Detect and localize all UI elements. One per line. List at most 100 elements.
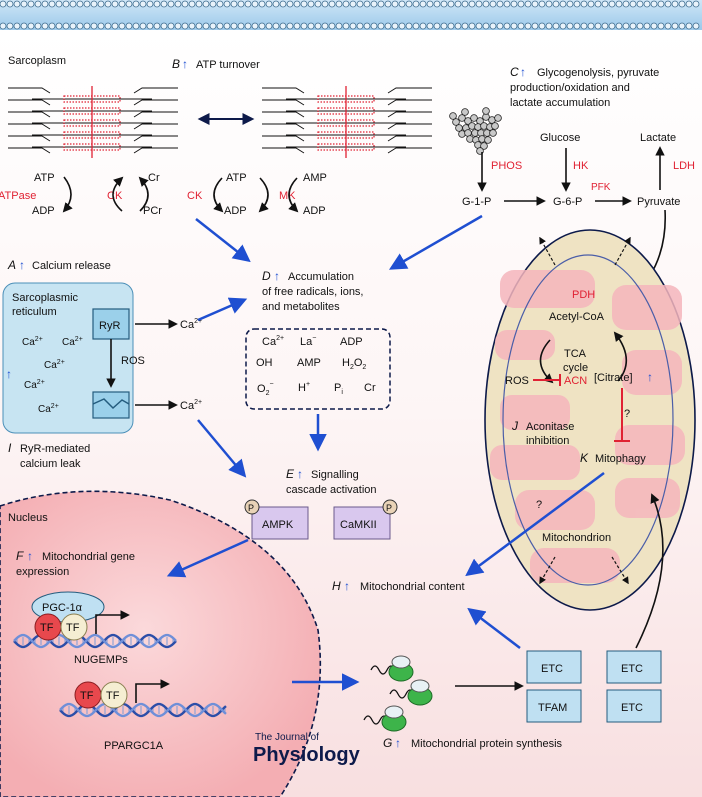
phospholipid-head bbox=[55, 22, 63, 30]
phospholipid-head bbox=[251, 0, 259, 8]
sarcomere-contracted-right bbox=[262, 86, 432, 158]
panel-d-line2: of free radicals, ions, bbox=[262, 286, 364, 298]
metabolite-h2o2: H2O2 bbox=[342, 357, 366, 371]
cr-label: Cr bbox=[148, 172, 160, 184]
thin-filament bbox=[262, 123, 305, 130]
phospholipid-head bbox=[377, 0, 385, 8]
sr-label-1: Sarcoplasmic bbox=[12, 292, 79, 304]
phospholipid-head bbox=[524, 22, 532, 30]
phospholipid-head bbox=[237, 22, 245, 30]
glucose-unit bbox=[484, 136, 492, 144]
phospholipid-head bbox=[132, 0, 140, 8]
atp-label: ATP bbox=[34, 172, 55, 184]
mito-ros-label: ROS bbox=[505, 375, 529, 387]
panel-a-text: Calcium release bbox=[32, 260, 111, 272]
atpase-label: ATPase bbox=[0, 190, 36, 202]
phosphate-label: P bbox=[386, 503, 392, 513]
glucose-unit bbox=[449, 112, 457, 120]
phospholipid-head bbox=[671, 0, 679, 8]
phospholipid-head bbox=[384, 0, 392, 8]
panel-c-letter: C bbox=[510, 65, 519, 79]
phospholipid-head bbox=[405, 22, 413, 30]
thin-filament bbox=[262, 99, 305, 106]
calcium-ion: Ca2+ bbox=[44, 359, 65, 371]
pfk-label: PFK bbox=[591, 182, 611, 193]
phospholipid-head bbox=[657, 22, 665, 30]
panel-c-line1: Glycogenolysis, pyruvate bbox=[537, 67, 659, 79]
thin-filament bbox=[8, 111, 51, 118]
glucose-unit bbox=[494, 114, 502, 122]
panel-h-letter: H bbox=[332, 579, 341, 593]
phospholipid-head bbox=[111, 22, 119, 30]
phospholipid-head bbox=[69, 22, 77, 30]
metabolite-h: H+ bbox=[298, 381, 310, 394]
phospholipid-head bbox=[678, 0, 686, 8]
panel-j-line1: Aconitase bbox=[526, 421, 574, 433]
phospholipid-head bbox=[223, 0, 231, 8]
phospholipid-head bbox=[62, 22, 70, 30]
phospholipid-head bbox=[559, 22, 567, 30]
phospholipid-head bbox=[202, 0, 210, 8]
panel-e-title: E ↑ Signalling cascade activation bbox=[286, 467, 377, 496]
phospholipid-head bbox=[615, 0, 623, 8]
tf-label: TF bbox=[66, 622, 80, 634]
panel-c-line3: lactate accumulation bbox=[510, 97, 610, 109]
phospholipid-head bbox=[251, 22, 259, 30]
phospholipid-head bbox=[181, 0, 189, 8]
phospholipid-head bbox=[482, 0, 490, 8]
mitochondrion-contents: PDH Acetyl-CoA TCA cycle [Citrate] ↑ ROS… bbox=[505, 236, 653, 585]
thin-filament bbox=[8, 99, 51, 106]
phospholipid-head bbox=[391, 22, 399, 30]
phospholipid-head bbox=[370, 0, 378, 8]
phospholipid-head bbox=[76, 0, 84, 8]
adp-label-3: ADP bbox=[303, 205, 326, 217]
ck-label-1: CK bbox=[107, 190, 123, 202]
phospholipid-head bbox=[433, 22, 441, 30]
phospholipid-head bbox=[83, 22, 91, 30]
phospholipid-head bbox=[426, 0, 434, 8]
mrna-strand bbox=[363, 715, 389, 725]
phospholipid-head bbox=[20, 22, 28, 30]
phospholipid-head bbox=[391, 0, 399, 8]
transcription-arrow-icon bbox=[135, 679, 170, 703]
phospholipid-head bbox=[34, 22, 42, 30]
phospholipid-head bbox=[118, 22, 126, 30]
phospholipid-head bbox=[468, 0, 476, 8]
phospholipid-head bbox=[48, 22, 56, 30]
phospholipid-head bbox=[629, 22, 637, 30]
thin-filament bbox=[262, 135, 305, 142]
phospholipid-head bbox=[342, 22, 350, 30]
phospholipid-head bbox=[349, 0, 357, 8]
phospholipid-head bbox=[384, 22, 392, 30]
phospholipid-head bbox=[685, 22, 693, 30]
phospholipid-head bbox=[538, 0, 546, 8]
phospholipid-head bbox=[6, 22, 14, 30]
ribosome-small-subunit bbox=[391, 655, 411, 669]
phospholipid-head bbox=[461, 0, 469, 8]
phospholipid-head bbox=[125, 22, 133, 30]
panel-h-text: Mitochondrial content bbox=[360, 581, 465, 593]
journal-logo: The Journal of Physiology bbox=[253, 732, 361, 766]
etc-to-mitophagy-arrow bbox=[635, 493, 664, 649]
phospholipid-head bbox=[475, 0, 483, 8]
phospholipid-head bbox=[13, 22, 21, 30]
phospholipid-head bbox=[545, 22, 553, 30]
phospholipid-head bbox=[580, 22, 588, 30]
ca-released-2: Ca2+ bbox=[180, 399, 202, 412]
phospholipid-head bbox=[419, 22, 427, 30]
transcription-arrow-icon bbox=[95, 610, 130, 634]
phospholipid-head bbox=[657, 0, 665, 8]
phospholipid-head bbox=[321, 22, 329, 30]
pdh-label: PDH bbox=[572, 289, 595, 301]
panel-i-line2: calcium leak bbox=[20, 458, 81, 470]
phospholipid-head bbox=[167, 0, 175, 8]
atp-cycles: ATP ADP ATPase CK Cr PCr CK ATP ADP MK A… bbox=[0, 172, 327, 217]
glycogen-granule-icon bbox=[449, 107, 502, 155]
up-arrow-icon: ↑ bbox=[182, 57, 188, 71]
ribosome-small-subunit bbox=[410, 679, 430, 693]
glucose-unit bbox=[461, 108, 469, 116]
lactate-label: Lactate bbox=[640, 132, 676, 144]
phospholipid-head bbox=[685, 0, 693, 8]
camkii-kinase: CaMKII P bbox=[333, 499, 398, 540]
panel-k-letter: K bbox=[580, 451, 589, 465]
